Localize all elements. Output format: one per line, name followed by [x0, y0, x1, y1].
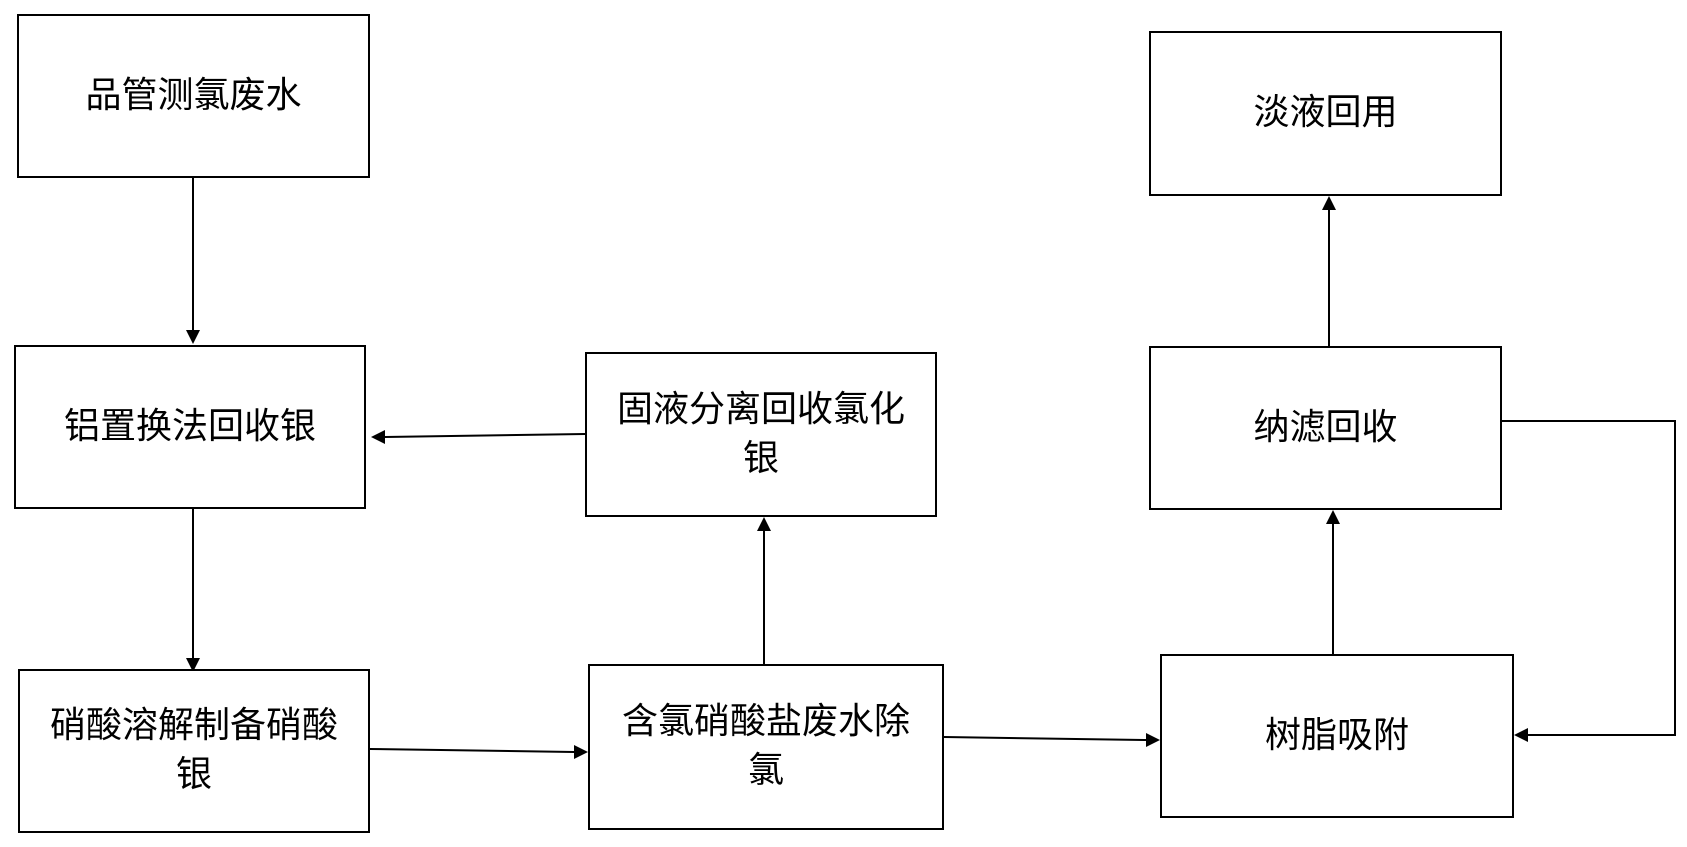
node-label: 铝置换法回收银	[63, 405, 316, 447]
node-dilute-reuse: 淡液回用	[1149, 31, 1502, 196]
node-nitric-dissolution: 硝酸溶解制备硝酸银	[18, 669, 370, 833]
node-chloride-removal: 含氯硝酸盐废水除氯	[588, 664, 944, 830]
arrow-wastewater-to-aluminum-replacement	[186, 178, 200, 344]
node-label: 品管测氯废水	[85, 74, 302, 116]
node-nanofiltration: 纳滤回收	[1149, 346, 1502, 510]
node-aluminum-replacement: 铝置换法回收银	[14, 345, 366, 509]
arrow-resin-adsorption-to-nanofiltration	[1326, 510, 1340, 654]
arrow-chloride-removal-to-agcl-recovery	[757, 517, 771, 664]
arrow-aluminum-replacement-to-nitric-dissolution	[186, 509, 200, 672]
node-label: 固液分离回收氯化银	[616, 388, 905, 479]
arrow-nitric-dissolution-to-chloride-removal	[369, 745, 588, 759]
node-label: 硝酸溶解制备硝酸银	[49, 705, 338, 795]
arrow-chloride-removal-to-resin-adsorption	[943, 733, 1160, 747]
arrow-nanofiltration-to-dilute-reuse	[1322, 196, 1336, 357]
arrow-agcl-recovery-to-aluminum-replacement	[371, 430, 586, 444]
node-resin-adsorption: 树脂吸附	[1160, 654, 1514, 818]
arrow-nanofiltration-to-resin-adsorption	[1502, 420, 1676, 742]
node-wastewater: 品管测氯废水	[17, 14, 370, 178]
node-label: 纳滤回收	[1253, 406, 1398, 448]
node-agcl-recovery: 固液分离回收氯化银	[585, 352, 937, 517]
node-label: 含氯硝酸盐废水除氯	[621, 701, 910, 791]
node-label: 淡液回用	[1253, 92, 1398, 134]
node-label: 树脂吸附	[1264, 714, 1409, 756]
